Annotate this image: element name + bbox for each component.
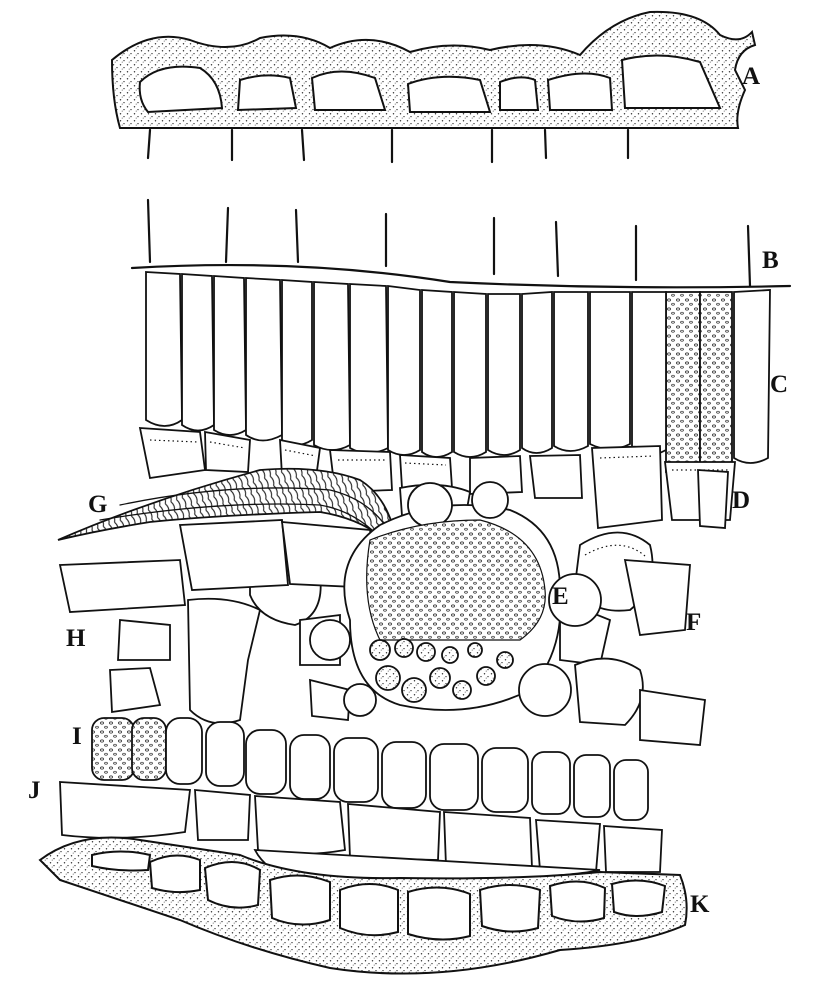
label-e: E	[552, 583, 569, 610]
upper-epidermis	[130, 198, 792, 289]
pitted-cells-i	[91, 717, 167, 781]
label-c: C	[770, 371, 788, 398]
figure-labels: A B C D E F G H I J K	[28, 63, 788, 918]
label-a: A	[742, 63, 760, 90]
label-b: B	[762, 247, 779, 274]
palisade-layer	[145, 271, 771, 473]
vascular-bundle-e	[309, 481, 602, 717]
label-h: H	[66, 625, 86, 652]
label-g: G	[88, 491, 107, 518]
lower-epidermis-k	[38, 836, 688, 975]
label-k: K	[690, 891, 710, 918]
label-d: D	[732, 487, 750, 514]
label-f: F	[686, 609, 701, 636]
label-i: I	[72, 723, 82, 750]
label-j: J	[28, 777, 41, 804]
xylem-vessels	[369, 638, 514, 703]
epidermis-strip-a	[110, 10, 757, 164]
